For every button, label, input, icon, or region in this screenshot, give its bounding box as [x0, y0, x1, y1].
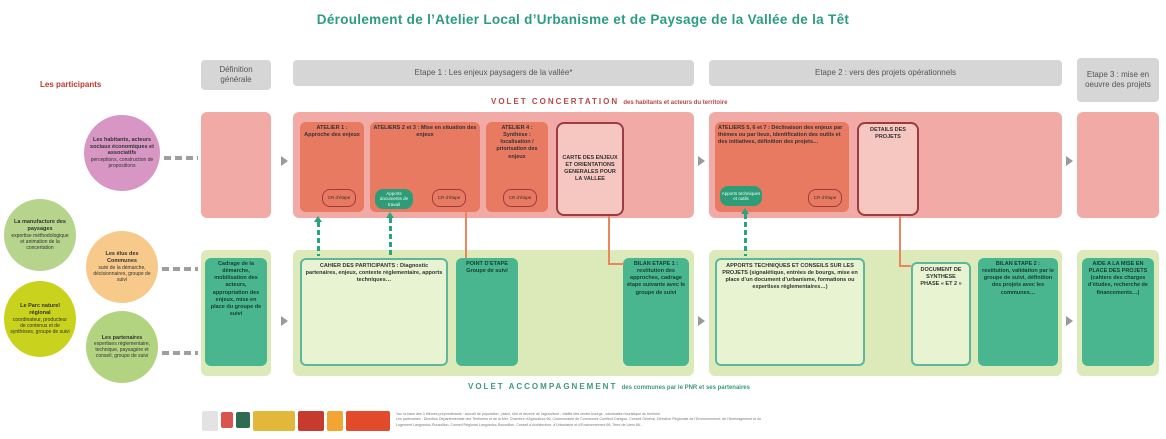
- carte-to-bilan-connector-h: [608, 263, 624, 265]
- habitants-connector: [164, 156, 198, 160]
- partenaires-connector: [162, 351, 198, 355]
- participants-label: Les participants: [40, 80, 102, 89]
- arrow-up-icon: [741, 208, 749, 214]
- habitants-circle: Les habitants, acteurs sociaux économiqu…: [84, 115, 160, 191]
- cr-etape-tag-3: CR d’étape: [503, 189, 537, 207]
- accompagnement-label: VOLET ACCOMPAGNEMENT des communes par le…: [468, 382, 750, 391]
- cr-etape-tag-1: CR d’étape: [322, 189, 356, 207]
- arrow-right-icon: [281, 316, 288, 326]
- arrow-right-icon: [698, 316, 705, 326]
- apports-documents-tag: Apports documents de travail: [375, 189, 413, 209]
- logo-europe: [327, 411, 343, 431]
- concertation-band-etape3: [1077, 112, 1159, 218]
- concertation-label: VOLET CONCERTATION des habitants et acte…: [491, 97, 728, 106]
- logo-leader: [346, 411, 390, 431]
- upward-link-1: [317, 222, 320, 256]
- details-projets-box: DETAILS DES PROJETS: [857, 122, 919, 216]
- phase-etape3: Etape 3 : mise en oeuvre des projets: [1077, 58, 1159, 102]
- logo-region: [253, 411, 295, 431]
- carte-to-bilan-connector: [608, 216, 610, 264]
- arrow-right-icon: [1066, 316, 1073, 326]
- arrow-right-icon: [1066, 156, 1073, 166]
- upward-link-2: [389, 218, 392, 256]
- details-to-document-connector-h: [899, 265, 911, 267]
- arrow-up-icon: [386, 212, 394, 218]
- phase-definition: Définition générale: [201, 60, 271, 90]
- cahier-participants-box: CAHIER DES PARTICIPANTS : Diagnostic par…: [300, 258, 448, 366]
- carte-enjeux-box: CARTE DES ENJEUX ET ORIENTATIONS GENERAL…: [556, 122, 624, 216]
- phase-etape2: Etape 2 : vers des projets opérationnels: [709, 60, 1062, 86]
- arrow-right-icon: [698, 156, 705, 166]
- logo-marianne: [221, 412, 233, 428]
- bilan-etape-1-box: BILAN ETAPE 1 : restitution des approche…: [623, 258, 689, 366]
- logo-pnr: [236, 412, 250, 428]
- upward-link-3: [744, 214, 747, 256]
- cr-etape-tag-4: CR d’étape: [808, 189, 842, 207]
- footer-notes: *sur la base des 3 thèmes prépondérants …: [396, 412, 762, 427]
- apports-techniques-tag: Apports techniques et outils: [720, 186, 762, 206]
- document-synthese-box: DOCUMENT DE SYNTHESE PHASE « ET 2 »: [911, 262, 971, 366]
- cadrage-box: Cadrage de la démarche, mobilisation des…: [205, 258, 267, 366]
- apports-techniques-box: APPORTS TECHNIQUES ET CONSEILS SUR LES P…: [715, 258, 865, 366]
- arrow-right-icon: [281, 156, 288, 166]
- diagram-title: Déroulement de l’Atelier Local d’Urbanis…: [316, 12, 850, 27]
- point-etape-box: POINT D’ETAPE Groupe de suivi: [456, 258, 518, 366]
- concertation-band-definition: [201, 112, 271, 218]
- bilan-etape-2-box: BILAN ETAPE 2 : restitution, validation …: [978, 258, 1058, 366]
- arrow-up-icon: [314, 216, 322, 222]
- atelier-4-box: ATELIER 4 : Synthèse : localisation / pr…: [486, 122, 548, 212]
- elus-connector: [162, 267, 198, 271]
- logo-prefecture: [202, 411, 218, 431]
- aide-mise-en-place-box: AIDE A LA MISE EN PLACE DES PROJETS (cah…: [1082, 258, 1154, 366]
- logo-departement: [298, 411, 324, 431]
- details-to-document-connector: [899, 216, 901, 266]
- phase-etape1: Etape 1 : Les enjeux paysagers de la val…: [293, 60, 694, 86]
- cr-etape-tag-2: CR d’étape: [432, 189, 466, 207]
- atelier-to-point-connector: [465, 212, 467, 258]
